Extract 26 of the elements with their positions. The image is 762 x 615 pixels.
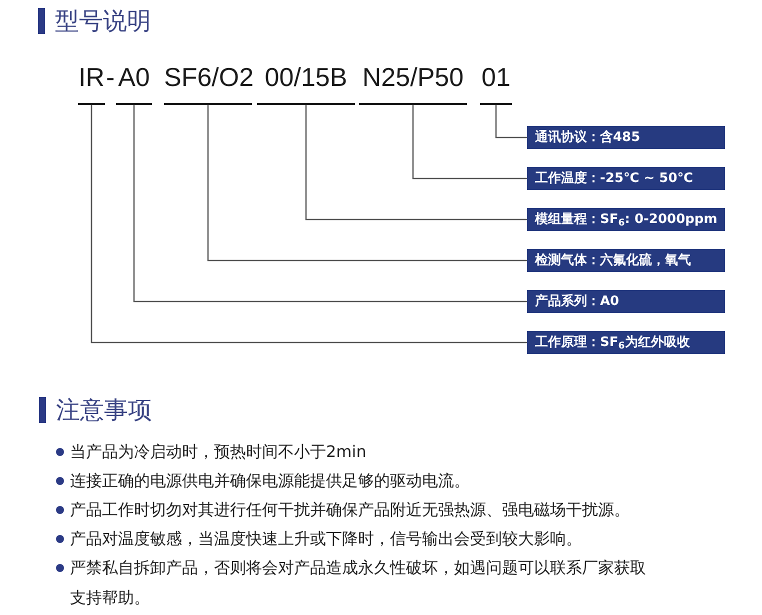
note-text: 产品对温度敏感，当温度快速上升或下降时，信号输出会受到较大影响。: [70, 528, 583, 550]
model-code-segment: SF6/O2: [164, 64, 252, 104]
note-text: 当产品为冷启动时，预热时间不小于2min: [70, 441, 368, 463]
leader-line: [207, 104, 527, 262]
model-code-segment: 00/15B: [257, 64, 355, 104]
spec-label-box: 工作原理：SF$_{6}$为红外吸收: [527, 331, 725, 354]
model-code-segment: 01: [480, 64, 512, 104]
model-code-segment: IR: [78, 64, 105, 104]
leader-line: [305, 104, 527, 220]
leader-line: [90, 104, 527, 344]
model-code-segment: N25/P50: [359, 64, 467, 104]
spec-label-box: 工作温度：-25℃ ~ 50℃: [527, 167, 725, 190]
model-code-segment: A0: [116, 64, 152, 104]
spec-label-box: 模组量程：SF$_{6}$: 0-2000ppm: [527, 208, 725, 231]
spec-label-box: 检测气体：六氟化硫，氧气: [527, 249, 725, 272]
spec-label-box: 通讯协议：含485: [527, 126, 725, 149]
code-separator: -: [106, 64, 115, 90]
section-heading: 型号说明: [55, 7, 151, 35]
note-text: 连接正确的电源供电并确保电源能提供足够的驱动电流。: [70, 470, 471, 492]
leader-line: [133, 104, 527, 302]
note-text: 产品工作时切勿对其进行任何干扰并确保产品附近无强热源、强电磁场干扰源。: [70, 499, 631, 521]
section-heading: 注意事项: [56, 396, 152, 424]
leader-line: [495, 104, 527, 138]
note-text: 严禁私自拆卸产品，否则将会对产品造成永久性破坏，如遇问题可以联系厂家获取支持帮助。: [70, 557, 647, 609]
spec-label-box: 产品系列：A0: [527, 290, 725, 313]
leader-line: [412, 104, 527, 180]
